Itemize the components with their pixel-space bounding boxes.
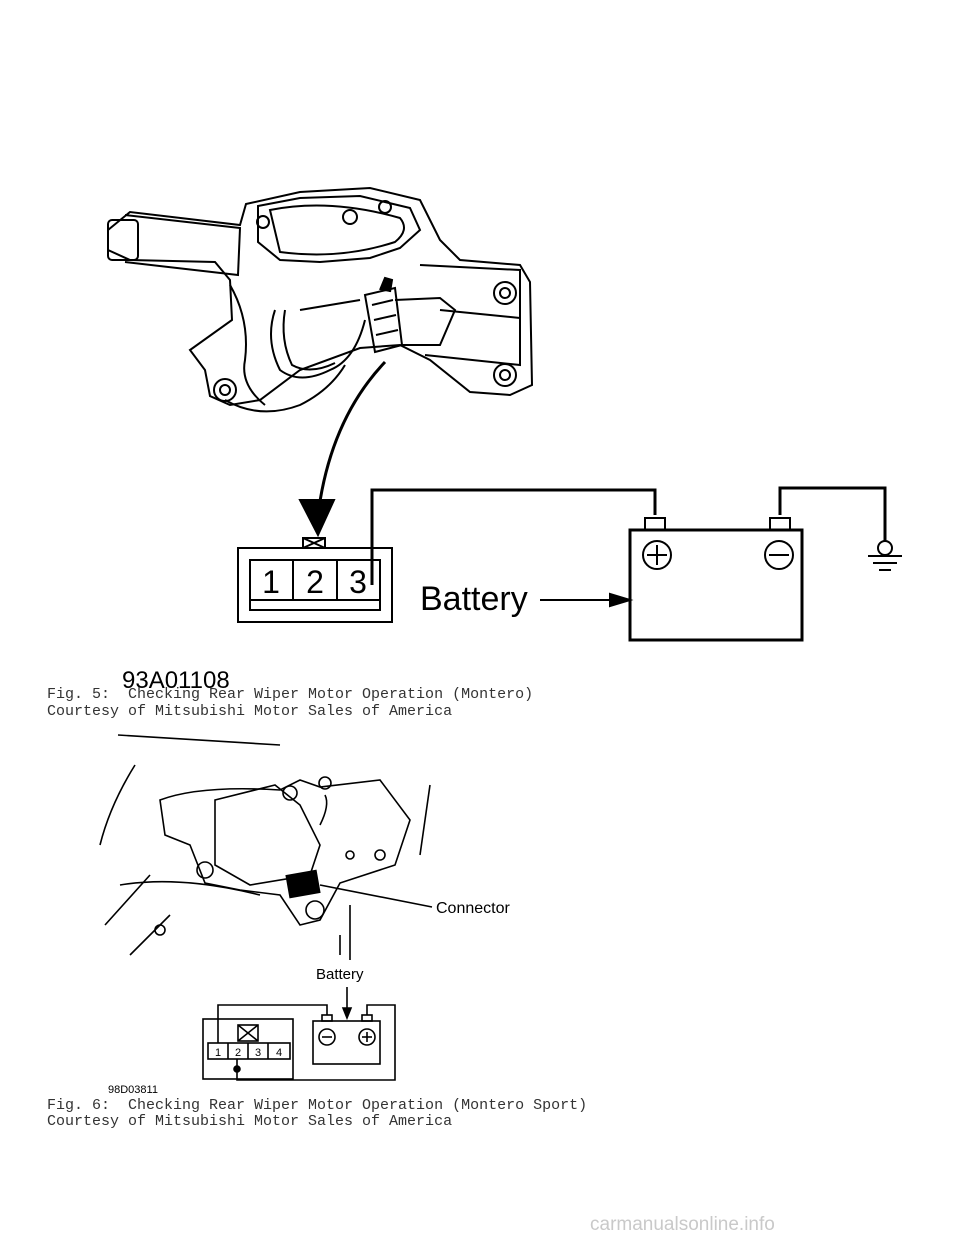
battery-label: Battery (420, 580, 528, 618)
figure-5-credit: Courtesy of Mitsubishi Motor Sales of Am… (47, 703, 453, 720)
battery-fig6 (312, 1014, 381, 1065)
connector-pin-2-fig6: 2 (235, 1047, 241, 1059)
figure-code: 93A01108 (122, 667, 230, 690)
figure-5-diagram: 1 2 3 Battery 93A01108 (107, 186, 902, 690)
figure-6-caption: Fig. 6: Checking Rear Wiper Motor Operat… (47, 1097, 588, 1114)
connector-pin-3-fig6: 3 (255, 1047, 261, 1059)
battery-fig5 (628, 517, 804, 642)
ground-symbol (868, 540, 902, 571)
pointer-arrow (316, 360, 387, 516)
figure-5-caption: Fig. 5: Checking Rear Wiper Motor Operat… (47, 686, 534, 703)
battery-label-fig6: Battery (316, 966, 364, 983)
connector-diagram-fig5 (237, 537, 393, 623)
figure-6-credit: Courtesy of Mitsubishi Motor Sales of Am… (47, 1113, 453, 1130)
connector-label: Connector (436, 900, 510, 917)
connector-pin-1-fig6: 1 (215, 1047, 221, 1059)
wire-pin3-to-positive (370, 488, 657, 585)
connector-pin-4-fig6: 4 (276, 1047, 282, 1059)
connector-diagram-fig6 (202, 1018, 294, 1080)
wire-negative-to-ground (778, 486, 887, 542)
wiper-motor-illustration (107, 186, 534, 413)
site-watermark: carmanualsonline.info (590, 1214, 775, 1235)
figure-6-diagram: Connector Battery 1 2 3 4 98D03811 (99, 734, 510, 1096)
connector-pin-3: 3 (349, 564, 367, 600)
connector-pin-1: 1 (262, 564, 280, 600)
figure-code-fig6: 98D03811 (108, 1084, 158, 1096)
vehicle-door-illustration (99, 734, 431, 960)
connector-pin-2: 2 (306, 564, 324, 600)
